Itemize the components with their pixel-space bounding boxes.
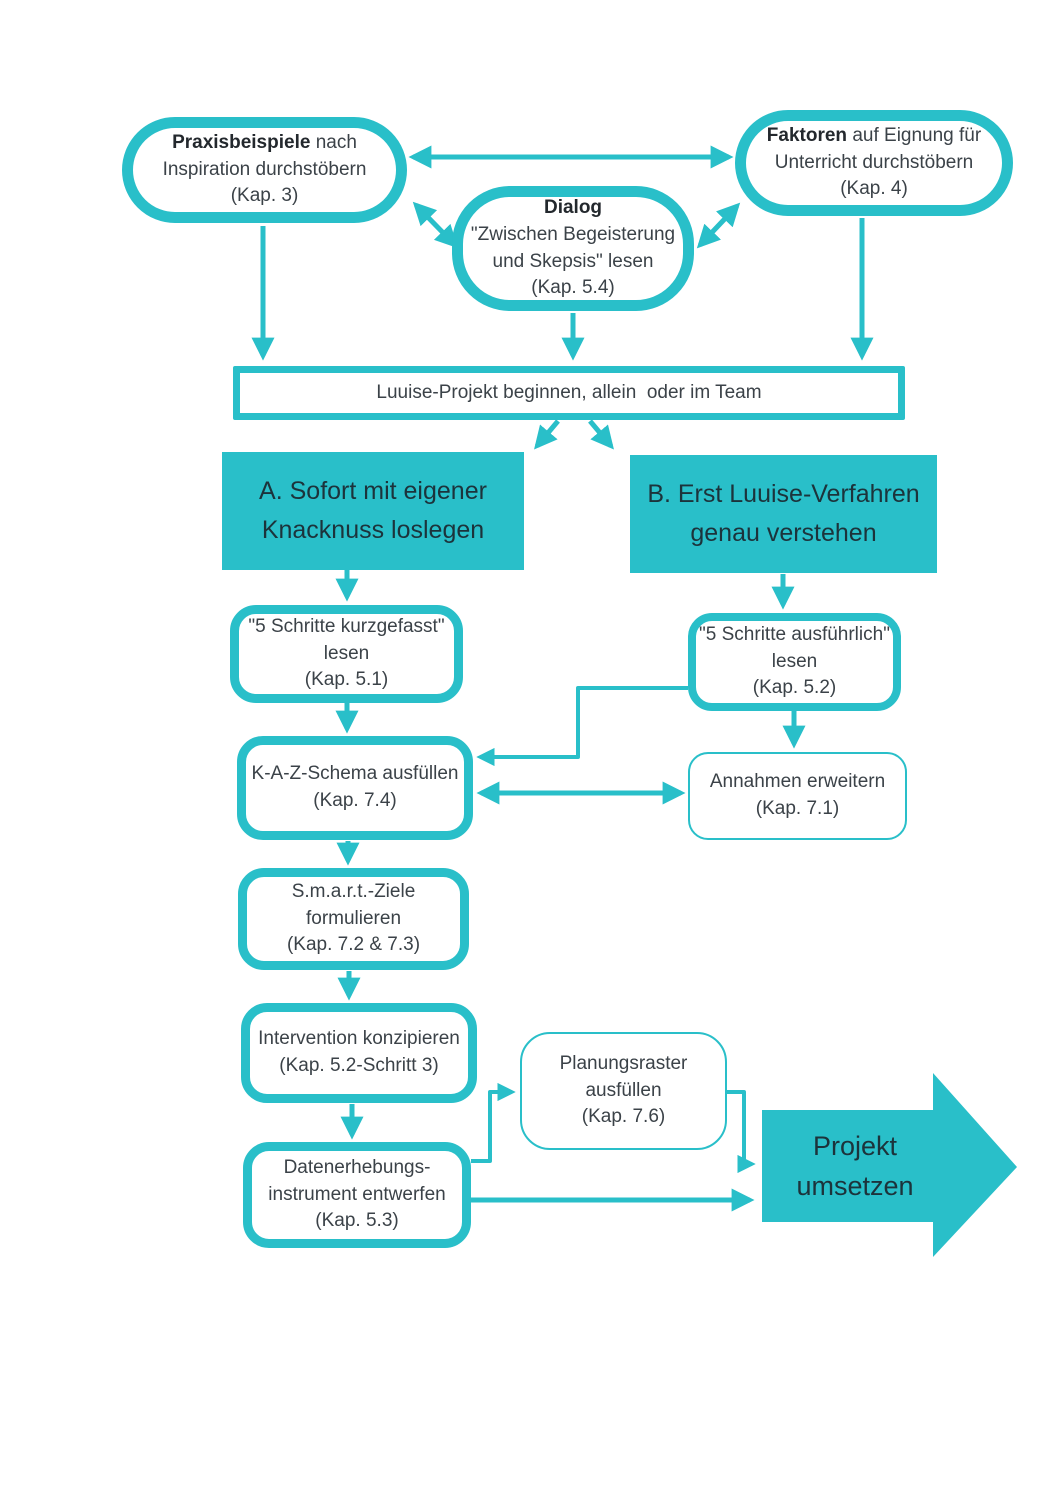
node-text: "5 Schritte ausführlich" (699, 623, 890, 645)
node-bold-text: Dialog (543, 196, 603, 218)
node-text: Intervention konzipieren (258, 1028, 460, 1050)
node-kapitel: (Kap. 5.2) (752, 677, 837, 699)
node-line: Praxisbeispiele nach (172, 130, 357, 157)
arrow-projektstart-to-option-b (588, 419, 614, 450)
node-text: Annahmen erweitern (709, 771, 886, 793)
node-text: Unterricht durchstöbern (774, 151, 974, 173)
node-kapitel: (Kap. 5.4) (531, 277, 615, 299)
node-text: Inspiration durchstöbern (162, 158, 367, 180)
node-smart-ziele: S.m.a.r.t.-Ziele formulieren (Kap. 7.2 &… (238, 868, 469, 970)
elbow-schritte-ausf-to-kaz (476, 686, 688, 767)
node-kapitel: (Kap. 5.2-Schritt 3) (279, 1055, 439, 1076)
node-text: lesen (771, 650, 818, 672)
node-kapitel: (Kap. 5.1) (304, 669, 389, 691)
node-kapitel: (Kap. 4) (840, 178, 908, 200)
node-text: umsetzen (796, 1171, 914, 1201)
node-projekt-umsetzen: Projekt umsetzen (775, 1115, 935, 1217)
node-text: A. Sofort mit eigener (259, 477, 487, 506)
arrow-dialog-faktoren-bidirectional (696, 202, 741, 249)
node-planungsraster: Planungsraster ausfüllen (Kap. 7.6) (520, 1032, 727, 1150)
node-text: Knacknuss loslegen (261, 516, 485, 544)
node-text: Projekt (812, 1130, 898, 1161)
node-bold-text: Faktoren (766, 124, 848, 146)
node-luuise-projekt-beginnen: Luuise-Projekt beginnen, allein oder im … (233, 366, 905, 420)
node-bold-text: Praxisbeispiele (172, 131, 311, 153)
node-datenerhebung: Datenerhebungs- instrument entwerfen (Ka… (243, 1142, 471, 1248)
node-text: nach (310, 131, 357, 153)
elbow-planungsraster-to-projekt (727, 1090, 756, 1174)
node-text: "5 Schritte kurzgefasst" (248, 615, 445, 637)
node-kapitel: (Kap. 7.4) (313, 790, 397, 811)
node-line: Faktoren auf Eignung für (767, 123, 981, 150)
node-faktoren: Faktoren auf Eignung für Unterricht durc… (735, 110, 1013, 216)
node-kapitel: (Kap. 3) (230, 185, 299, 207)
node-kaz-schema: K-A-Z-Schema ausfüllen (Kap. 7.4) (237, 736, 473, 840)
node-schritte-kurzgefasst: "5 Schritte kurzgefasst" lesen (Kap. 5.1… (230, 605, 463, 703)
node-text: Datenerhebungs- (283, 1156, 431, 1178)
node-schritte-ausfuehrlich: "5 Schritte ausführlich" lesen (Kap. 5.2… (688, 613, 901, 711)
node-text: Planungsraster (559, 1052, 688, 1074)
node-text: genau verstehen (690, 519, 877, 547)
node-text: "Zwischen Begeisterung (470, 223, 676, 245)
node-option-a: A. Sofort mit eigener Knacknuss loslegen (222, 452, 524, 570)
node-kapitel: (Kap. 7.6) (581, 1106, 666, 1128)
node-text: ausfüllen (585, 1079, 662, 1101)
node-kapitel: (Kap. 5.3) (315, 1210, 399, 1232)
projekt-umsetzen-arrow-shape (762, 1073, 1017, 1257)
node-kapitel: (Kap. 7.1) (755, 798, 840, 819)
node-text: und Skepsis" lesen (492, 250, 654, 272)
node-text: B. Erst Luuise-Verfahren (647, 480, 920, 509)
node-text: S.m.a.r.t.-Ziele formulieren (291, 880, 416, 929)
node-dialog: Dialog "Zwischen Begeisterung und Skepsi… (452, 186, 694, 311)
arrow-praxis-dialog-bidirectional (412, 201, 459, 249)
node-text: auf Eignung für (847, 124, 982, 146)
node-kapitel: (Kap. 7.2 & 7.3) (286, 934, 421, 956)
node-intervention: Intervention konzipieren (Kap. 5.2-Schri… (241, 1003, 477, 1103)
node-line: Dialog (544, 195, 602, 222)
node-text: lesen (323, 642, 370, 664)
arrow-projektstart-to-option-a (534, 419, 560, 450)
node-text: instrument entwerfen (268, 1183, 446, 1205)
elbow-datenerhebung-to-planungsraster (471, 1082, 516, 1163)
node-praxisbeispiele: Praxisbeispiele nach Inspiration durchst… (122, 117, 407, 223)
node-text: K-A-Z-Schema ausfüllen (251, 763, 459, 785)
node-text: Luuise-Projekt beginnen, allein oder im … (376, 381, 762, 403)
node-annahmen: Annahmen erweitern (Kap. 7.1) (688, 752, 907, 840)
node-option-b: B. Erst Luuise-Verfahren genau verstehen (630, 455, 937, 573)
